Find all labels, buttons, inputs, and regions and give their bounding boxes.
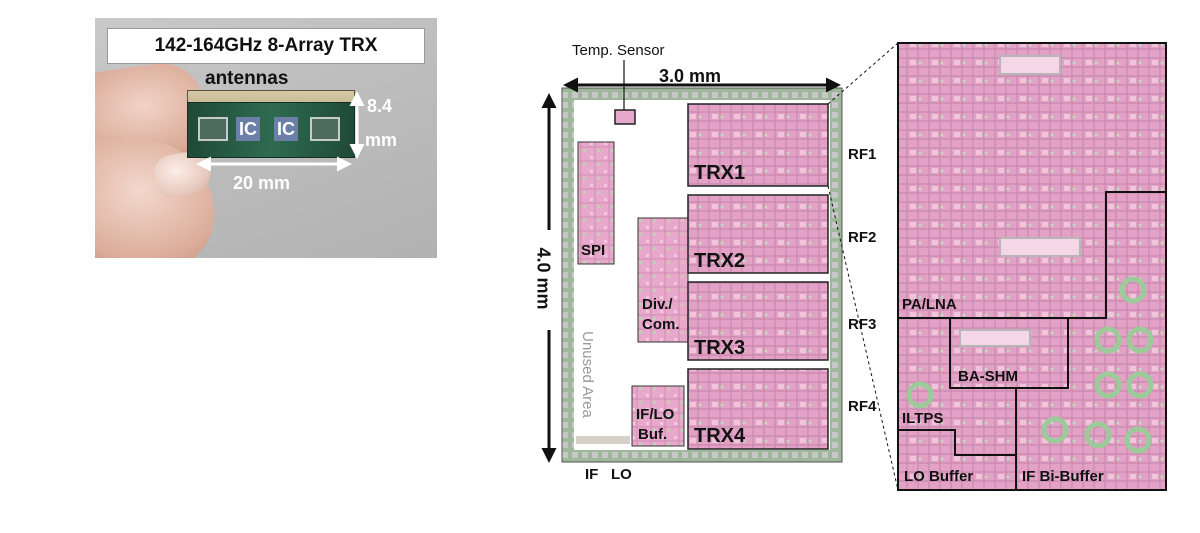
height-value-label: 8.4 xyxy=(367,96,393,116)
trx2-label: TRX2 xyxy=(694,250,746,272)
trx4-label: TRX4 xyxy=(694,425,746,447)
if-bi-buffer-outline xyxy=(1015,318,1069,490)
photo-dimension-arrows xyxy=(196,91,365,172)
photo-title: 142-164GHz 8-Array TRX xyxy=(107,28,425,64)
trx3-label: TRX3 xyxy=(694,337,746,359)
iltps-outline xyxy=(898,388,1017,456)
chip-width-label: 3.0 mm xyxy=(659,66,722,86)
div-com-block xyxy=(637,217,689,343)
rf4-label: RF4 xyxy=(848,398,877,415)
module-photo: IC IC 142-164GHz 8-Array TRX antennas 8.… xyxy=(95,18,437,258)
trx2-block xyxy=(687,194,829,274)
lo-buffer-label: LO Buffer xyxy=(904,468,974,485)
pa-lna-label: PA/LNA xyxy=(902,296,957,313)
div-com-label-line2: Com. xyxy=(642,316,680,333)
if-lo-buf-label-line1: IF/LO xyxy=(636,406,675,423)
rf1-label: RF1 xyxy=(848,146,877,163)
temp-sensor-label: Temp. Sensor xyxy=(572,42,665,59)
iltps-label: ILTPS xyxy=(902,410,944,427)
if-port-label: IF xyxy=(585,466,599,483)
zoom-line-top xyxy=(827,42,899,105)
if-bi-buffer-label: IF Bi-Buffer xyxy=(1022,468,1104,485)
inductor-rings xyxy=(906,276,1154,454)
trx1-block xyxy=(687,103,829,187)
bottom-strip xyxy=(576,436,630,444)
ba-shm-label: BA-SHM xyxy=(958,368,1018,385)
unused-area-label: Unused Area xyxy=(578,331,596,418)
ic-label-1: IC xyxy=(236,117,260,141)
pa-lna-outline xyxy=(898,191,1166,319)
lo-port-label: LO xyxy=(611,466,632,483)
div-com-label-line1: Div./ xyxy=(642,296,673,313)
trx3-block xyxy=(687,281,829,361)
trx4-block xyxy=(687,368,829,450)
spi-block xyxy=(577,141,615,265)
ic-label-2: IC xyxy=(274,117,298,141)
chip-height-label: 4.0 mm xyxy=(533,247,554,310)
antennas-label: antennas xyxy=(205,68,289,89)
temp-sensor-block xyxy=(614,109,636,125)
pcb-connector-right xyxy=(310,117,340,141)
zoom-line-bottom xyxy=(827,185,899,491)
pcb-connector-left xyxy=(198,117,228,141)
if-lo-buf-label-line2: Buf. xyxy=(638,426,668,443)
zoom-features xyxy=(959,55,1081,347)
rf3-label: RF3 xyxy=(848,316,877,333)
width-dimension-label: 20 mm xyxy=(233,173,291,193)
if-lo-buf-block xyxy=(631,385,685,447)
height-unit-label: mm xyxy=(365,130,398,150)
rf2-label: RF2 xyxy=(848,229,877,246)
spi-label: SPI xyxy=(581,242,606,259)
trx1-label: TRX1 xyxy=(694,162,746,184)
zoom-panel xyxy=(897,42,1167,491)
